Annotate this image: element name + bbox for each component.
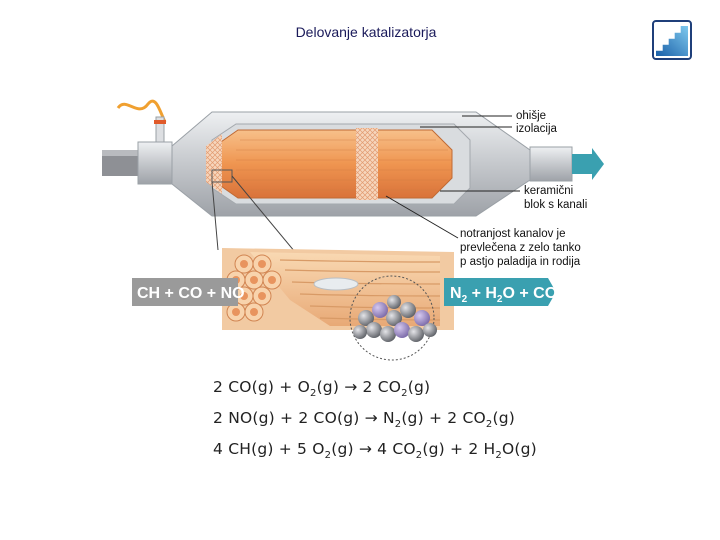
label-coating-3: p astjo paladija in rodija (460, 256, 581, 268)
nav-button[interactable] (652, 20, 692, 60)
equation-subscript: 2 (415, 450, 423, 461)
inlet-band (132, 278, 238, 306)
equation-subscript: 2 (485, 419, 493, 430)
label-insulation: izolacija (516, 123, 558, 135)
label-ceramic-1: keramični (524, 185, 573, 197)
equation-term: 4 CH(g) + 5 O (213, 440, 325, 458)
label-ceramic-2: blok s kanali (524, 199, 587, 211)
equation-term: (g) → 4 CO (331, 440, 416, 458)
equation-term: (g) + 2 CO (401, 409, 486, 427)
equation-2: 2 NO(g) + 2 CO(g) → N2(g) + 2 CO2(g) (213, 409, 515, 430)
outlet-band (444, 278, 556, 306)
inlet-flange (137, 141, 173, 185)
equation-subscript: 2 (495, 450, 502, 461)
equation-term: (g) (492, 409, 516, 427)
equation-term: 2 CO(g) + O (213, 378, 310, 396)
equation-subscript: 2 (401, 388, 408, 399)
sensor-tip (154, 120, 166, 124)
channel-opening (313, 277, 359, 291)
label-coating-1: notranjost kanalov je (460, 228, 565, 240)
stairs-icon (656, 26, 688, 56)
outlet-arrow (572, 148, 604, 180)
equation-term: (g) → 2 CO (316, 378, 402, 396)
equation-1: 2 CO(g) + O2(g) → 2 CO2(g) (213, 378, 430, 399)
inlet-band-text: CH + CO + NO (137, 285, 245, 302)
outlet-pipe (529, 146, 573, 182)
equation-subscript: 2 (324, 450, 332, 461)
catalyst-particles (353, 295, 437, 342)
insulation-mesh (356, 128, 378, 200)
label-housing: ohišje (516, 110, 546, 122)
equation-3: 4 CH(g) + 5 O2(g) → 4 CO2(g) + 2 H2O(g) (213, 440, 537, 461)
sensor-wire (116, 99, 167, 123)
equation-term: (g) (407, 378, 431, 396)
equation-subscript: 2 (310, 388, 317, 399)
page-title: Delovanje katalizatorja (295, 24, 437, 40)
equation-subscript: 2 (394, 419, 402, 430)
label-coating-2: prevlečena z zelo tanko (460, 242, 581, 254)
equation-term: 2 NO(g) + 2 CO(g) → N (213, 409, 395, 427)
zoom-circle (349, 275, 435, 361)
outlet-band-text: N2 + H2O + CO2 (450, 285, 563, 305)
equation-term: O(g) (501, 440, 537, 458)
equation-term: (g) + 2 H (422, 440, 496, 458)
